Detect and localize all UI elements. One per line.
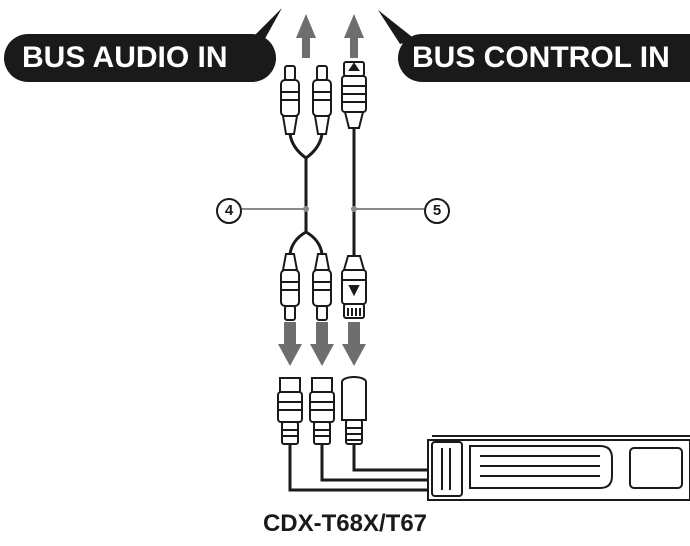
up-arrow-audio [296, 14, 316, 58]
cd-changer-unit [427, 435, 690, 501]
callout-5: 5 [424, 198, 450, 224]
callout-4-dot [303, 206, 309, 212]
up-arrow-control [344, 14, 364, 58]
changer-cables [288, 444, 428, 492]
top-rca-plug-right [312, 65, 332, 135]
changer-control-jack [341, 376, 367, 445]
changer-rca-jack-right [309, 377, 335, 445]
down-arrow-right [342, 322, 366, 366]
bottom-rca-plug-right [312, 253, 332, 321]
changer-rca-jack-left [277, 377, 303, 445]
callout-5-dot [351, 206, 357, 212]
control-label-pointer [378, 10, 416, 44]
top-control-plug [341, 61, 367, 129]
down-arrow-left [278, 322, 302, 366]
bottom-rca-plug-left [280, 253, 300, 321]
bus-audio-in-label: BUS AUDIO IN [4, 34, 276, 82]
top-rca-plug-left [280, 65, 300, 135]
bottom-control-plug [341, 255, 367, 319]
model-label: CDX-T68X/T67 [262, 510, 428, 537]
audio-cable [288, 133, 324, 255]
bus-control-in-label: BUS CONTROL IN [398, 34, 690, 82]
down-arrow-middle [310, 322, 334, 366]
callout-4: 4 [216, 198, 242, 224]
